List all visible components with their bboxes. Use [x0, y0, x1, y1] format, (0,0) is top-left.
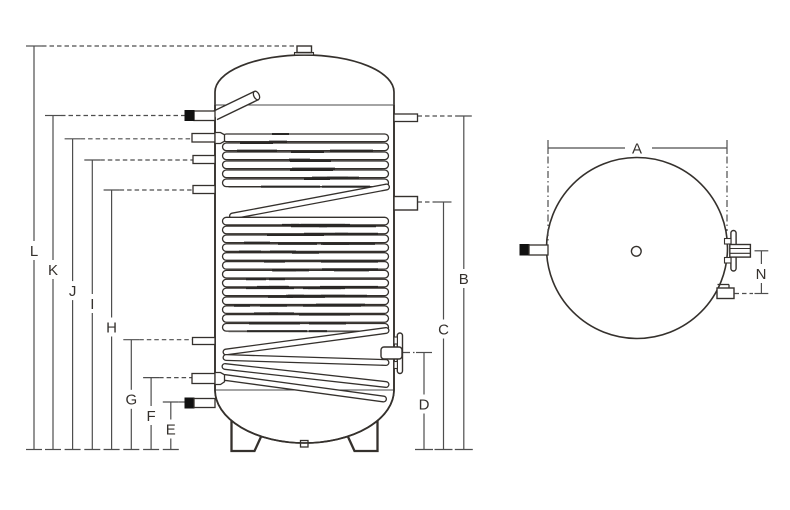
svg-text:J: J	[69, 283, 77, 300]
svg-text:N: N	[756, 266, 767, 283]
svg-text:C: C	[438, 321, 449, 338]
svg-text:E: E	[166, 421, 176, 438]
svg-text:D: D	[419, 396, 430, 413]
svg-text:L: L	[30, 243, 38, 260]
svg-text:I: I	[90, 296, 94, 313]
svg-text:G: G	[125, 392, 137, 409]
svg-text:K: K	[48, 262, 58, 279]
svg-text:B: B	[459, 271, 469, 288]
svg-text:A: A	[632, 140, 642, 157]
svg-text:F: F	[147, 408, 156, 425]
svg-text:H: H	[106, 319, 117, 336]
